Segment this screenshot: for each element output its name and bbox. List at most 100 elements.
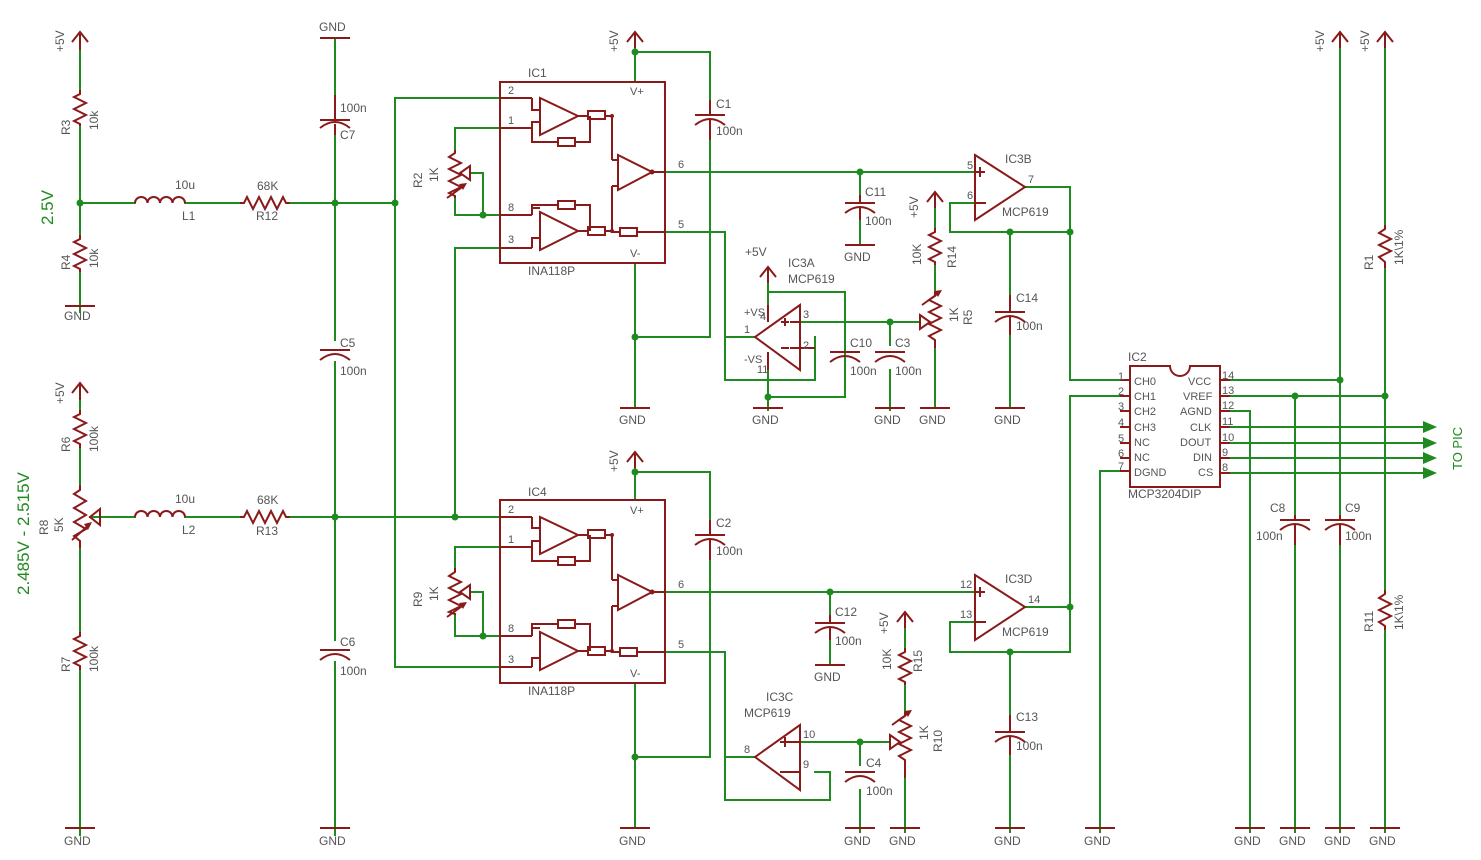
capacitor-C14: C14 100n [994,291,1043,335]
opamp-IC3A: IC3A MCP619 3 2 1 +VS -VS 4 11 [744,256,835,376]
ic-part: MCP3204DIP [1128,487,1201,501]
capacitor-name: C3 [895,336,911,350]
inductor-value: 10u [175,492,195,506]
gnd-label: GND [844,250,871,264]
capacitor-C10: C10 100n [829,336,877,378]
pin-number: 6 [967,190,973,202]
ic-part: MCP619 [788,272,835,286]
pin-number: 3 [508,654,514,666]
pin-number: 2 [508,504,514,516]
pin-name: CH0 [1134,376,1156,388]
inductor-L2: 10u L2 [134,492,196,537]
to-pic-arrows [1423,421,1437,479]
pin-name: NC [1134,452,1150,464]
capacitor-name: C2 [716,516,732,530]
pin-name: VCC [1188,376,1211,388]
pin-number: 10 [1222,432,1234,444]
capacitor-name: C5 [340,336,356,350]
inductor-value: 10u [175,178,195,192]
resistor-value: 1K\1% [1392,229,1406,265]
resistor-R12: 68K R12 [240,179,290,223]
gnd-label: GND [1324,834,1351,848]
vcc-label: +5V [877,612,891,634]
resistor-R1: R1 1K\1% [1362,225,1406,270]
opamp-IC3C: IC3C MCP619 10 9 8 [744,690,815,792]
pin-number: 7 [1118,461,1124,473]
capacitor-name: C7 [340,128,356,142]
capacitor-name: C11 [865,185,886,199]
pin-number: 3 [508,234,514,246]
capacitor-value: 100n [716,124,743,138]
capacitor-name: C13 [1016,710,1038,724]
capacitor-value: 100n [340,101,367,115]
pin-number: 9 [803,759,809,771]
ic-name: IC4 [528,485,547,499]
pin-number: 5 [678,639,684,651]
ic-name: IC2 [1128,350,1147,364]
gnd-label: GND [814,670,841,684]
resistor-name: R10 [931,730,945,752]
gnd-label: GND [1234,834,1261,848]
pin-number: 12 [1222,400,1234,412]
capacitor-name: C6 [340,635,356,649]
vcc-label: +5V [1358,30,1372,52]
vcc-label: +5V [607,450,621,472]
pin-name: NC [1134,437,1150,449]
resistor-value: 1K [427,586,441,601]
resistor-value: 1K\1% [1392,594,1406,630]
ic-part: INA118P [528,684,575,698]
capacitor-value: 100n [835,634,862,648]
pin-name: CH3 [1134,422,1156,434]
vcc-label: +5V [907,196,921,218]
potentiometer-R5: 1K R5 [919,290,975,348]
pin-name: CH1 [1134,391,1156,403]
capacitor-value: 100n [1256,529,1283,543]
vcc-labels: +5V +5V +5V +5V +5V +5V +5V +5V +5V [53,30,1372,634]
capacitor-name: C10 [850,336,872,350]
resistor-name: R11 [1362,611,1376,632]
pin-number: 11 [1222,416,1233,428]
capacitor-value: 100n [895,364,922,378]
pin-number: 1 [744,324,750,336]
gnd-label: GND [1369,834,1396,848]
potentiometer-R9: R9 1K [411,568,471,618]
pin-number: 7 [1028,174,1034,186]
gnd-label: GND [889,834,916,848]
capacitor-value: 100n [850,364,877,378]
gnd-label: GND [994,834,1021,848]
capacitor-value: 100n [1345,529,1372,543]
capacitor-C6: C6 100n [319,635,367,678]
junctions [76,48,1389,761]
vcc-label: +5V [53,30,67,52]
ic-part: INA118P [528,264,575,278]
capacitor-name: C12 [835,605,857,619]
resistor-R13: 68K R13 [240,493,290,538]
inductor-name: L2 [182,523,196,537]
pin-number: 2 [508,85,514,97]
inductor-name: L1 [182,209,196,223]
gnd-label: GND [64,834,91,848]
capacitor-value: 100n [1016,319,1043,333]
capacitor-value: 100n [1016,739,1043,753]
capacitor-name: C1 [716,97,732,111]
pin-number: 6 [1118,448,1124,460]
gnd-label: GND [752,413,779,427]
resistor-R3: R3 10k [59,90,101,135]
gnd-bar-symbols [65,37,1400,829]
pin-number: 6 [678,579,684,591]
potentiometer-R2: R2 1K [411,150,471,199]
adc-IC2: IC2 MCP3204DIP 1 CH0 2 CH1 3 CH2 4 CH3 5… [1118,350,1234,501]
resistor-name: R13 [256,524,278,538]
gnd-label: GND [619,834,646,848]
vcc-label: +5V [53,382,67,404]
ic-supply-label: V- [630,248,641,260]
ic-supply-label: V+ [630,86,644,98]
resistor-R7: R7 100k [59,632,101,672]
gnd-label: GND [319,834,346,848]
capacitor-C11: C11 100n [844,185,892,228]
pin-name: VREF [1183,391,1213,403]
capacitor-name: C8 [1270,501,1286,515]
pin-number: 1 [1118,371,1124,383]
pin-number: 4 [760,311,766,323]
vcc-arrow-symbols [71,30,1394,628]
